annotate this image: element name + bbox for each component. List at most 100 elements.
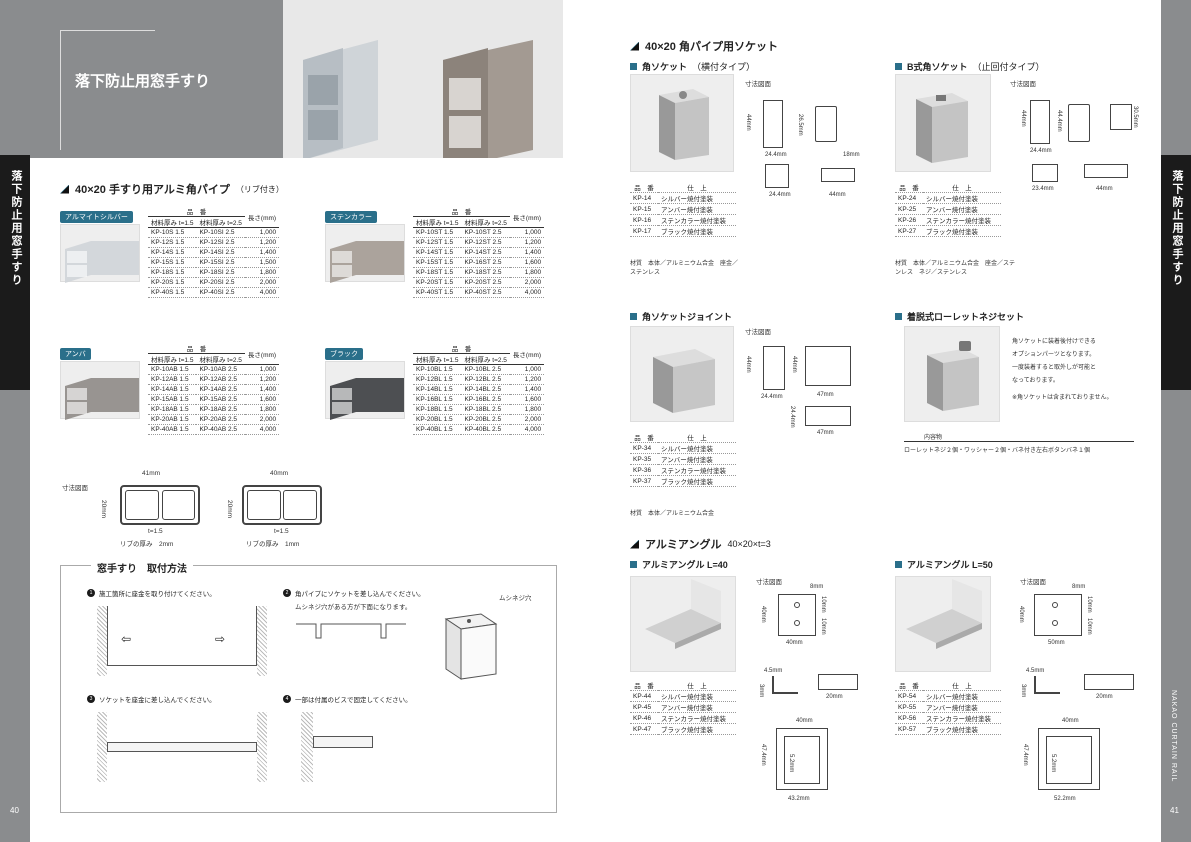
table-cell: KP-14 bbox=[630, 192, 658, 204]
dim-rib: リブの厚み 2mm bbox=[120, 541, 174, 548]
dim: 24.4mm bbox=[789, 406, 795, 428]
table-cell: KP-44 bbox=[630, 690, 658, 702]
table-cell: KP-12BL 2.5 bbox=[461, 374, 510, 385]
socket-a-photo bbox=[630, 74, 734, 172]
table-cell: ステンカラー焼付塗装 bbox=[658, 464, 736, 476]
table-cell: KP-14AB 1.5 bbox=[148, 384, 197, 395]
socket-b-dim-drawing: 44mm 44.4mm 24.4mm 30.5mm 23.4mm 44mm bbox=[1020, 94, 1140, 204]
table-cell: 1,400 bbox=[509, 384, 545, 395]
table-cell: KP-34 bbox=[630, 442, 658, 454]
arrow-right-icon: ⇨ bbox=[215, 632, 226, 646]
install-title: 窓手すり 取付方法 bbox=[91, 560, 193, 575]
right-sidebar: 落下防止用窓手すり NAKAO CURTAIN RAIL 41 bbox=[1161, 0, 1191, 842]
table-cell: 1,600 bbox=[509, 394, 545, 405]
table-cell: KP-14BL 1.5 bbox=[413, 384, 462, 395]
step-number: 4 bbox=[283, 695, 291, 703]
socket-b-sub: （止回付タイプ） bbox=[972, 62, 1045, 72]
material-label: 材質 bbox=[895, 261, 908, 267]
table-cell: シルバー焼付塗装 bbox=[658, 192, 736, 204]
angle-spec: 40×20×t=3 bbox=[727, 539, 771, 549]
socket-figure bbox=[444, 613, 498, 680]
socket-a-dim-label: 寸法図面 bbox=[745, 81, 771, 88]
table-cell: 2,000 bbox=[509, 277, 545, 288]
section-marker-icon bbox=[60, 184, 69, 194]
table-cell: KP-12S 1.5 bbox=[148, 237, 197, 248]
table-cell: KP-20AB 2.5 bbox=[196, 414, 245, 425]
table-cell: KP-16 bbox=[630, 214, 658, 226]
step-number: 1 bbox=[87, 589, 95, 597]
screw-hole-label: ムシネジ穴 bbox=[499, 595, 532, 602]
dim: 40mm bbox=[760, 606, 766, 623]
angle-50-heading: アルミアングル L=50 bbox=[895, 558, 993, 571]
joint-photo bbox=[630, 326, 734, 422]
dim-height: 20mm bbox=[100, 500, 107, 519]
table-cell: KP-20BL 1.5 bbox=[413, 414, 462, 425]
table-cell: KP-36 bbox=[630, 464, 658, 476]
table-cell: KP-15AB 2.5 bbox=[196, 394, 245, 405]
table-cell: ブラック焼付塗装 bbox=[923, 225, 1001, 237]
pipe-photo-thumb bbox=[325, 224, 405, 283]
pipe-photo-thumb bbox=[325, 361, 405, 420]
table-cell: KP-18SI 2.5 bbox=[196, 267, 245, 278]
table-cell: 4,000 bbox=[509, 424, 545, 435]
angle-50-top-dim: 40mm 47.4mm 52.2mm 5.2mm bbox=[1018, 718, 1128, 808]
socket-section-heading: 40×20 角パイプ用ソケット bbox=[630, 38, 778, 54]
dim: 10mm bbox=[1086, 618, 1092, 635]
table-cell: KP-15S 1.5 bbox=[148, 257, 197, 268]
joint-title: 角ソケットジョイント bbox=[642, 312, 733, 322]
table-cell: KP-16BL 1.5 bbox=[413, 394, 462, 405]
dim: 3mm bbox=[758, 684, 764, 698]
col-header-t25: 材料厚み t=2.5 bbox=[196, 216, 245, 228]
left-sidebar-block: 落下防止用窓手すり bbox=[0, 155, 30, 390]
table-cell: アンバー焼付塗装 bbox=[658, 203, 736, 215]
table-cell: KP-10S 1.5 bbox=[148, 227, 197, 238]
dim-width: 40mm bbox=[270, 470, 289, 477]
pipe-photo-thumb bbox=[60, 224, 140, 283]
table-cell: 1,200 bbox=[509, 374, 545, 385]
table-cell: 1,200 bbox=[244, 237, 280, 248]
joint-material: 材質 本体／アルミニウム合金 bbox=[630, 508, 714, 517]
table-cell: KP-12BL 1.5 bbox=[413, 374, 462, 385]
socket-a-dim-drawing: 44mm 26.5mm 24.4mm 18mm 24.4mm 44mm bbox=[745, 94, 865, 204]
table-cell: KP-10BL 2.5 bbox=[461, 364, 510, 375]
contents-label: 内容物 bbox=[904, 432, 1134, 442]
dim: 47.4mm bbox=[760, 744, 766, 766]
table-cell: 1,600 bbox=[244, 394, 280, 405]
step-2-pipe-figure bbox=[296, 623, 406, 639]
table-cell: KP-14AB 2.5 bbox=[196, 384, 245, 395]
dim: 10mm bbox=[1086, 596, 1092, 613]
arrow-left-icon: ⇦ bbox=[121, 632, 132, 646]
col-header: 品 番 bbox=[630, 432, 658, 443]
knurl-contents: 内容物 ローレットネジ２個・ワッシャー２個・バネ付き左右ボタンバネ１個 bbox=[904, 432, 1134, 454]
dim: 52.2mm bbox=[1054, 796, 1076, 802]
table-cell: KP-14S 1.5 bbox=[148, 247, 197, 258]
dim: 26.5mm bbox=[797, 114, 803, 136]
dim: 20mm bbox=[1096, 694, 1113, 700]
material-text: 本体／アルミニウム合金 bbox=[648, 511, 714, 517]
angle-50-title: アルミアングル L=50 bbox=[907, 560, 993, 570]
material-text: 本体／アルミニウム合金 座金／ステンレス bbox=[630, 261, 738, 276]
step-2-text2: ムシネジ穴がある方が下面になります。 bbox=[295, 604, 412, 611]
col-header-code: 品 番 bbox=[148, 206, 245, 217]
table-cell: ステンカラー焼付塗装 bbox=[658, 712, 736, 724]
dim: 10mm bbox=[820, 596, 826, 613]
col-header-length: 長さ(mm) bbox=[509, 343, 545, 365]
page-number-left: 40 bbox=[10, 806, 19, 815]
